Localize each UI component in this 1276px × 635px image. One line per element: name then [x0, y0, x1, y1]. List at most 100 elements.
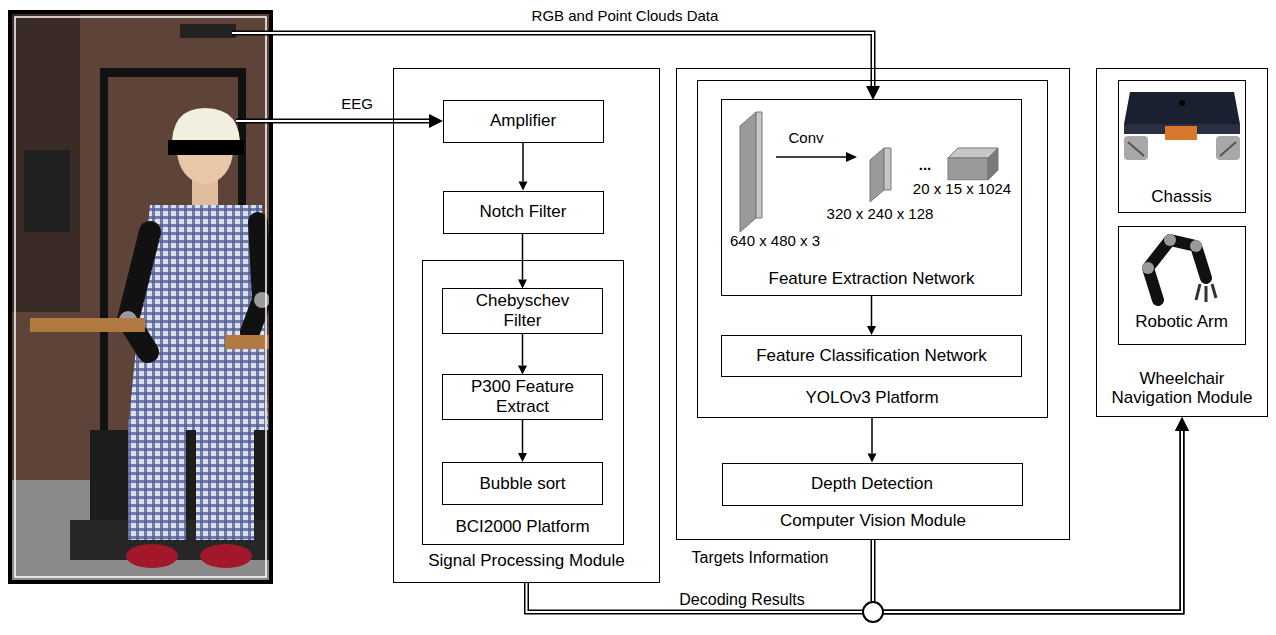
connector-arrow [518, 420, 527, 462]
arrow-head [1175, 417, 1189, 431]
feature-cube [948, 158, 988, 180]
connector-line [871, 418, 873, 454]
chassis-wheel [1124, 136, 1148, 160]
process-box: P300 Feature Extract [442, 374, 603, 419]
armrest [225, 335, 270, 349]
box-label: Feature Classification Network [756, 346, 987, 366]
double-line [232, 33, 873, 86]
box-label: P300 Feature Extract [460, 377, 585, 416]
eye-bar [168, 140, 244, 155]
box-label: Feature Extraction Network [769, 269, 975, 289]
box-label: Amplifier [490, 111, 556, 131]
feature-slab [884, 148, 891, 190]
process-box: Amplifier [443, 100, 604, 143]
robotic-arm-picture [1142, 234, 1216, 302]
double-line [232, 33, 873, 86]
box-label: YOLOv3 Platform [805, 388, 938, 408]
arm-joint [1164, 234, 1176, 246]
summing-junction [863, 602, 883, 622]
double-line [527, 431, 1183, 612]
double-line [236, 120, 429, 122]
arrow-head [868, 454, 877, 463]
process-box: Notch Filter [443, 191, 604, 234]
arrow-head [1175, 417, 1189, 431]
double-line [527, 431, 1183, 612]
connector-line [522, 420, 524, 453]
connector-arrow [518, 334, 527, 375]
photo-wall [10, 12, 271, 582]
person-shoe [200, 544, 252, 568]
connector-arrow [519, 143, 528, 191]
input-slab [756, 112, 762, 218]
process-box: Bubble sort [442, 462, 603, 505]
rgb-data-arrow [232, 33, 880, 100]
arrow-head [518, 453, 527, 462]
connector-label: Targets Information [690, 549, 831, 567]
chassis-wheel [1216, 136, 1240, 160]
module-box: Wheelchair Navigation ModuleChassisRobot… [1096, 68, 1268, 417]
box-label: Computer Vision Module [780, 511, 966, 531]
feature-slab [870, 148, 884, 202]
box-label: BCI2000 Platform [455, 517, 589, 537]
photo-door [10, 12, 80, 312]
arm-joint [1190, 240, 1202, 252]
platform-box: BCI2000 Platform Chebyschev FilterP300 Fe… [422, 260, 624, 545]
monitor [24, 150, 70, 232]
photo-border [15, 17, 266, 577]
feature-cube [988, 148, 998, 180]
eeg-arrow [236, 114, 443, 128]
dimension-label: ... [917, 156, 934, 173]
person-shoe [126, 544, 178, 568]
component-box: Robotic Arm [1118, 226, 1246, 345]
armrest [30, 318, 145, 332]
photo-border [10, 12, 271, 582]
input-slab [740, 112, 756, 232]
arrow-head [518, 279, 527, 288]
robot-arm [250, 222, 262, 332]
connector-arrow [867, 296, 876, 335]
chassis-plate [1124, 92, 1240, 124]
person-torso [128, 205, 268, 430]
arrow-head [519, 182, 528, 191]
component-box: Chassis [1118, 80, 1246, 213]
dimension-label: 640 x 480 x 3 [728, 232, 822, 249]
connector-label: Decoding Results [677, 591, 806, 609]
box-label: Chebyschev Filter [460, 291, 585, 330]
arm-joint [1142, 262, 1154, 274]
signal-name: EEG [339, 95, 375, 112]
robot-arm [128, 232, 150, 352]
connector-line [522, 334, 524, 366]
dimension-label: 20 x 15 x 1024 [911, 180, 1013, 197]
box-label: Robotic Arm [1135, 312, 1228, 332]
connector-arrow [868, 418, 877, 463]
person-leg [128, 420, 186, 540]
conv-arrow [776, 156, 846, 158]
box-label: Bubble sort [480, 474, 566, 494]
wheel-roller [1128, 142, 1144, 156]
module-box: Signal Processing Module AmplifierNotch F… [393, 68, 660, 583]
chassis-hole [1179, 100, 1185, 106]
arrow-head [429, 114, 443, 128]
box-label: Depth Detection [811, 474, 933, 494]
connector-line [522, 234, 524, 280]
arm-gripper [1196, 284, 1216, 302]
arrow-head [866, 86, 880, 100]
dimension-label: Conv [786, 129, 825, 146]
process-box: Depth Detection [722, 463, 1023, 506]
chassis-box [1165, 126, 1197, 140]
signal-name: RGB and Point Clouds Data [530, 7, 721, 24]
network-box: Feature Classification Network [721, 335, 1022, 377]
dimension-label: 320 x 240 x 128 [825, 205, 936, 222]
chair-frame [100, 68, 246, 77]
arrow-head [867, 326, 876, 335]
person-leg [196, 420, 254, 540]
cnn-figure [740, 112, 998, 232]
connector-line [871, 296, 873, 326]
robot-joint [254, 292, 270, 308]
box-label: Chassis [1151, 187, 1211, 207]
box-label: Notch Filter [480, 202, 567, 222]
box-label: Signal Processing Module [428, 551, 625, 571]
